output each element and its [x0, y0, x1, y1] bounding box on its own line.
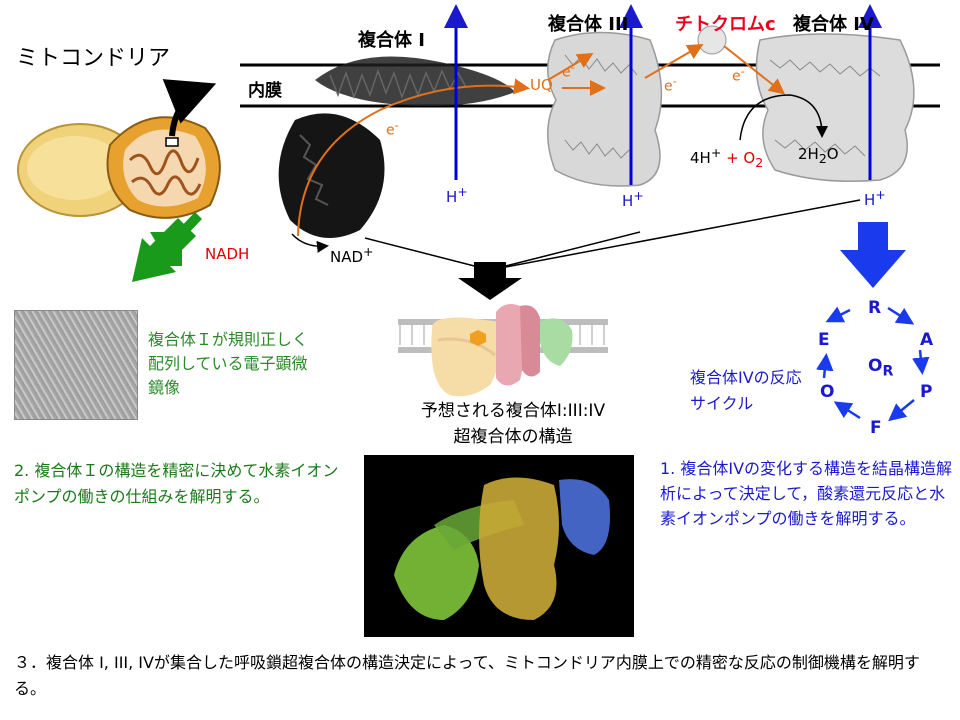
water-h: 2H: [798, 145, 819, 163]
cycle-center-sub: R: [882, 363, 894, 380]
mitochondrion-illustration: [17, 79, 221, 219]
proton-label-iii: H+: [622, 188, 644, 210]
cycle-state-o: O: [820, 382, 835, 402]
electron-label-3: e-: [664, 74, 677, 95]
oxygen-reduction-reactants: 4H+ + O2: [690, 145, 763, 170]
supercomplex-caption: 予想される複合体I:III:IV 超複合体の構造: [368, 398, 658, 450]
electron-charge: -: [740, 64, 745, 78]
electron-micrograph-image: [14, 310, 138, 420]
water-product: 2H2O: [798, 145, 839, 166]
proton-label-iv: H+: [864, 187, 886, 209]
cycle-state-a: A: [920, 330, 934, 350]
proton-charge: +: [875, 187, 886, 202]
reaction-cycle-arrows: [816, 306, 930, 422]
complex-iii-structure: [547, 31, 663, 187]
supercomplex-caption-line-2: 超複合体の構造: [453, 427, 573, 447]
convergence-line-left: [364, 237, 491, 271]
goal-2-text: 2. 複合体Ｉの構造を精密に決めて水素イオンポンプの働きの仕組みを解明する。: [14, 461, 339, 506]
cycle-center-o: O: [868, 356, 883, 376]
density-map-drawing: [394, 477, 610, 620]
cytochrome-c-label: チトクロムc: [675, 14, 776, 35]
cytochrome-c-structure: [697, 25, 727, 55]
green-big-arrow: [132, 218, 196, 282]
micrograph-caption: 複合体Ｉが規則正しく配列している電子顕微鏡像: [148, 330, 309, 397]
supercomplex-caption-line-1: 予想される複合体I:III:IV: [420, 401, 606, 421]
electron-text: e: [386, 122, 395, 139]
nadh-oxidation-arrow: [291, 233, 329, 253]
black-big-arrow: [458, 262, 522, 300]
cycle-state-p: P: [920, 382, 933, 402]
electron-label-2: e-: [562, 60, 575, 81]
electron-text: e: [664, 78, 673, 95]
electron-label-4: e-: [732, 64, 745, 85]
supercomplex-cartoon: [398, 304, 608, 397]
water-subscript: 2: [818, 151, 827, 166]
goal-1-text: 1. 複合体IVの変化する構造を結晶構造解析によって決定して，酸素還元反応と水素…: [660, 459, 953, 528]
oxygen-text: + O: [721, 149, 756, 167]
electron-charge: -: [570, 60, 575, 74]
ubiquinone-label: UQ: [530, 76, 553, 94]
cycle-caption: 複合体IVの反応サイクル: [690, 368, 802, 413]
complex-iii-label: 複合体 III: [548, 14, 629, 35]
electron-charge: -: [394, 118, 399, 132]
nad-charge: +: [363, 244, 374, 259]
cycle-state-f: F: [870, 418, 882, 438]
electron-label-1: e-: [386, 118, 399, 139]
electron-text: e: [732, 68, 741, 85]
oxygen-subscript: 2: [755, 155, 764, 170]
nad-plus-label: NAD+: [330, 244, 374, 266]
nadh-label: NADH: [205, 245, 250, 263]
complex-iv-structure: [755, 33, 915, 182]
cycle-state-or: OR: [868, 356, 893, 379]
inner-membrane-label: 内膜: [248, 81, 282, 101]
blue-big-arrow: [840, 222, 906, 288]
cycle-state-e: E: [818, 330, 830, 350]
proton-label-i: H+: [446, 184, 468, 206]
electron-transfer-path: [297, 43, 786, 237]
water-o: O: [826, 145, 839, 163]
nad-text: NAD: [330, 248, 364, 266]
supercomplex-density-map-image: [364, 455, 634, 637]
electron-text: e: [562, 64, 571, 81]
proton-charge: +: [710, 145, 722, 160]
complex-i-label: 複合体 I: [358, 30, 425, 51]
proton-charge: +: [633, 188, 644, 203]
electron-charge: -: [672, 74, 677, 88]
proton-text: H: [864, 191, 876, 209]
proton-count: 4H: [690, 149, 711, 167]
complex-i-structure: [278, 56, 515, 238]
proton-text: H: [622, 192, 634, 210]
convergence-line-right: [489, 199, 861, 271]
proton-charge: +: [457, 184, 468, 199]
mitochondria-title: ミトコンドリア: [16, 46, 171, 71]
proton-text: H: [446, 188, 458, 206]
complex-iv-label: 複合体 IV: [793, 14, 874, 35]
cycle-state-r: R: [868, 298, 882, 318]
convergence-line-center: [489, 231, 641, 271]
oxygen-reduction-arrow: [739, 94, 828, 141]
goal-3-text: ３．複合体 I, III, IVが集合した呼吸鎖超複合体の構造決定によって、ミト…: [14, 653, 920, 698]
